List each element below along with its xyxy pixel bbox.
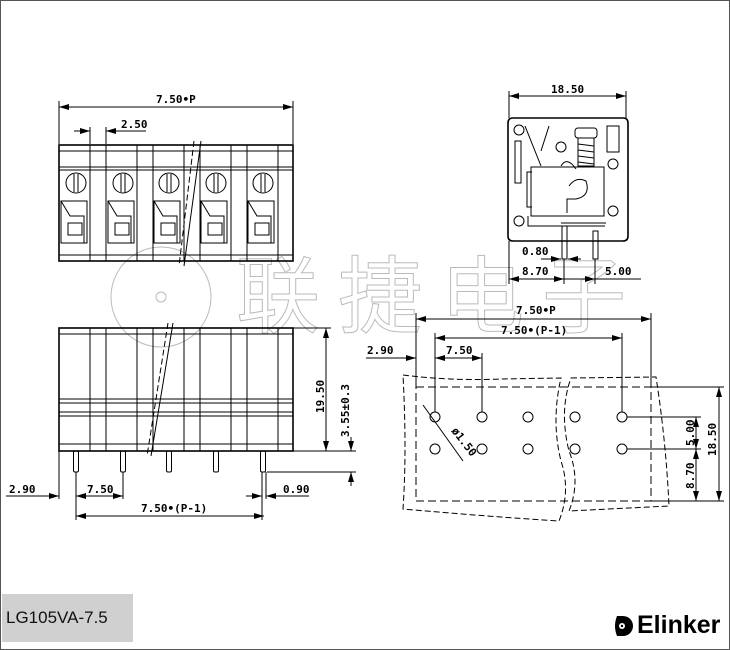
dim-pin-dia: 0.80 <box>522 245 549 258</box>
dim-hole-dia: ø1.50 <box>449 425 480 459</box>
pcb-hole <box>476 411 488 423</box>
pin <box>73 450 79 473</box>
screw-icon <box>205 172 227 194</box>
pcb-hole <box>569 411 581 423</box>
dim-pcb-overall: 7.50•P <box>516 304 556 317</box>
dim-pcb-row-spacing: 5.00 <box>684 420 697 447</box>
dim-pin-width: 0.90 <box>283 483 310 496</box>
wire-entry <box>107 200 135 244</box>
wire-clamp <box>153 200 178 243</box>
pcb-hole <box>616 411 628 423</box>
side-view: 18.50 0.80 8.70 5.00 <box>507 83 641 284</box>
dim-pin-length: 3.55±0.3 <box>339 384 352 437</box>
pin <box>166 450 172 473</box>
front-view: 19.50 3.55±0.3 2.90 7.50 0.90 7.50•(P-1) <box>6 322 356 520</box>
model-number-label: LG105VA-7.5 <box>2 594 133 642</box>
screw-icon <box>112 172 134 194</box>
pin <box>120 450 126 473</box>
brand-name: Elinker <box>637 611 721 639</box>
pcb-hole <box>476 443 488 455</box>
dim-depth: 18.50 <box>551 83 584 96</box>
svg-text:联捷电子: 联捷电子 <box>236 248 626 346</box>
dim-pcb-rear-offset: 8.70 <box>684 463 697 490</box>
dim-left-offset: 2.90 <box>9 483 36 496</box>
wire-entry <box>200 200 228 244</box>
dim-height: 19.50 <box>314 380 327 413</box>
brand-logo-icon <box>615 615 633 636</box>
dim-span: 7.50•(P-1) <box>141 502 207 515</box>
wire-entry <box>60 200 88 244</box>
dim-top-pitch-half: 2.50 <box>121 118 148 131</box>
screw-icon <box>158 172 180 194</box>
dim-pcb-span: 7.50•(P-1) <box>501 324 567 337</box>
wire-clamp <box>60 200 85 243</box>
top-view: 7.50•P 2.50 <box>58 93 294 267</box>
dim-top-overall: 7.50•P <box>156 93 196 106</box>
wire-entry <box>153 200 181 244</box>
dim-pcb-depth: 18.50 <box>706 423 719 456</box>
pin <box>213 450 219 473</box>
brand-logo: Elinker <box>613 611 720 640</box>
pcb-hole <box>429 443 441 455</box>
wire-clamp <box>107 200 132 243</box>
dim-pcb-left-offset: 2.90 <box>367 344 394 357</box>
pcb-hole <box>522 443 534 455</box>
dim-pcb-pitch: 7.50 <box>446 344 473 357</box>
wire-clamp <box>200 200 225 243</box>
wire-entry <box>247 200 275 244</box>
pcb-hole <box>569 443 581 455</box>
pcb-hole <box>616 443 628 455</box>
screw-icon <box>65 172 87 194</box>
wire-clamp <box>247 200 272 243</box>
screw-icon <box>252 172 274 194</box>
pcb-hole <box>522 411 534 423</box>
dim-pitch: 7.50 <box>87 483 114 496</box>
pin <box>260 450 266 473</box>
dim-row-spacing: 5.00 <box>605 265 632 278</box>
dim-rear-offset: 8.70 <box>522 265 549 278</box>
